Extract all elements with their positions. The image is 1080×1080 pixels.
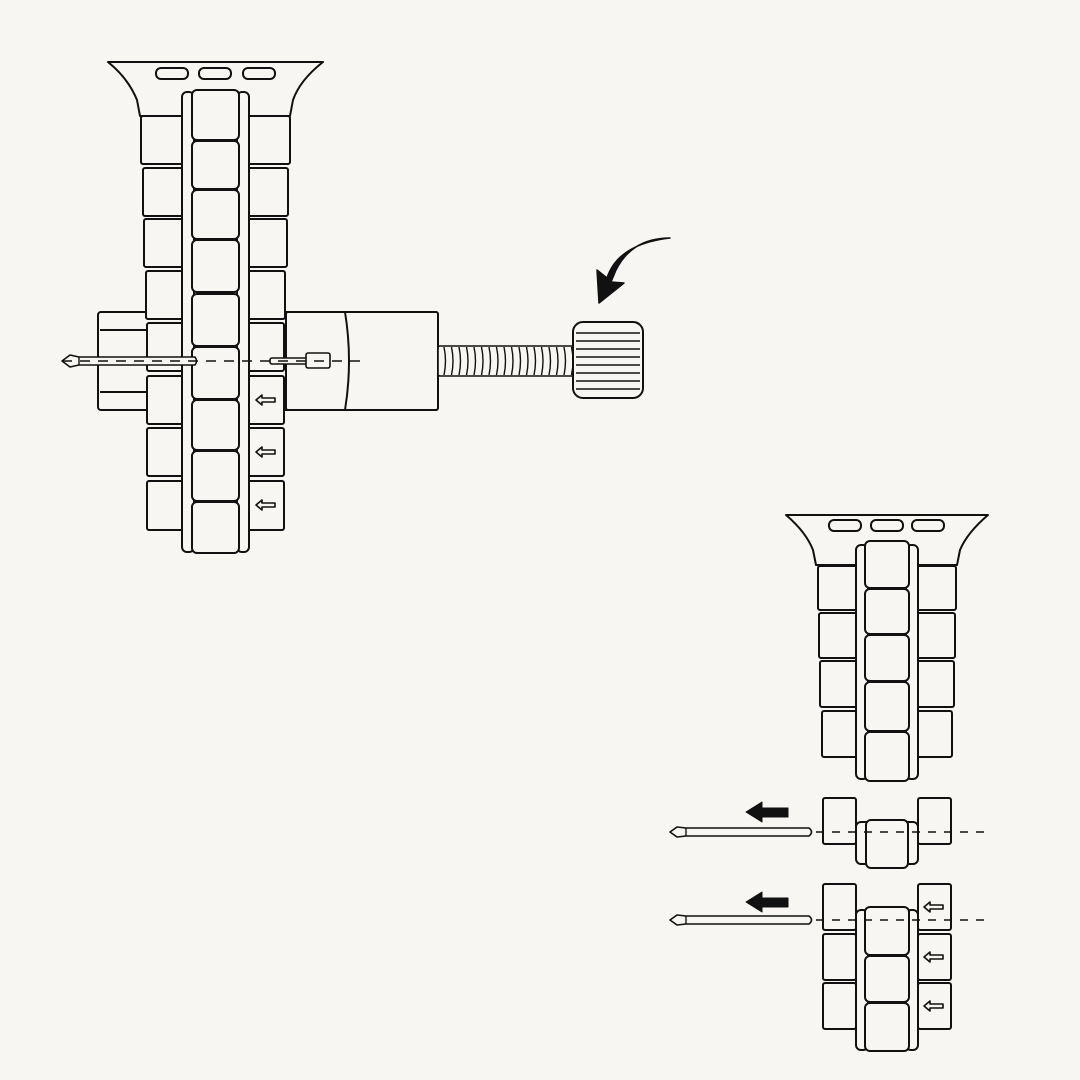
tool-screw-thread bbox=[437, 345, 577, 377]
tool-knob[interactable] bbox=[572, 321, 644, 399]
thread-ridge bbox=[518, 346, 522, 376]
lower-band-segment bbox=[816, 883, 985, 1052]
thread-ridge bbox=[495, 346, 499, 376]
left-outer-links bbox=[817, 565, 859, 758]
thread-ridge bbox=[458, 346, 462, 376]
center-links bbox=[191, 89, 240, 554]
thread-ridge bbox=[450, 346, 454, 376]
connector-slot bbox=[911, 519, 945, 532]
thread-ridge bbox=[548, 346, 552, 376]
thread-ridge bbox=[533, 346, 537, 376]
thread-ridge bbox=[555, 346, 559, 376]
thread-ridge bbox=[480, 346, 484, 376]
solid-left-arrow-icon bbox=[745, 801, 789, 823]
left-outer-links bbox=[140, 115, 184, 531]
connector-slot bbox=[828, 519, 862, 532]
thread-ridge bbox=[465, 346, 469, 376]
thread-ridge bbox=[443, 346, 447, 376]
removed-pin bbox=[669, 826, 813, 838]
removed-link bbox=[816, 797, 985, 869]
removed-pin bbox=[669, 914, 813, 926]
band-assembly-left bbox=[61, 61, 644, 554]
thread-ridge bbox=[503, 346, 507, 376]
connector-slot bbox=[870, 519, 904, 532]
right-outer-links bbox=[915, 565, 957, 758]
connector-slot bbox=[242, 67, 276, 80]
thread-ridge bbox=[525, 346, 529, 376]
band-assembly-right bbox=[669, 514, 989, 1052]
right-outer-links bbox=[247, 115, 291, 531]
thread-ridge bbox=[540, 346, 544, 376]
thread-ridge bbox=[563, 346, 567, 376]
thread-ridge bbox=[473, 346, 477, 376]
thread-ridge bbox=[510, 346, 514, 376]
center-links bbox=[864, 540, 910, 782]
connector-slot bbox=[198, 67, 232, 80]
connector-slot bbox=[155, 67, 189, 80]
thread-ridge bbox=[488, 346, 492, 376]
curved-arrow-icon bbox=[596, 237, 671, 304]
solid-left-arrow-icon bbox=[745, 891, 789, 913]
